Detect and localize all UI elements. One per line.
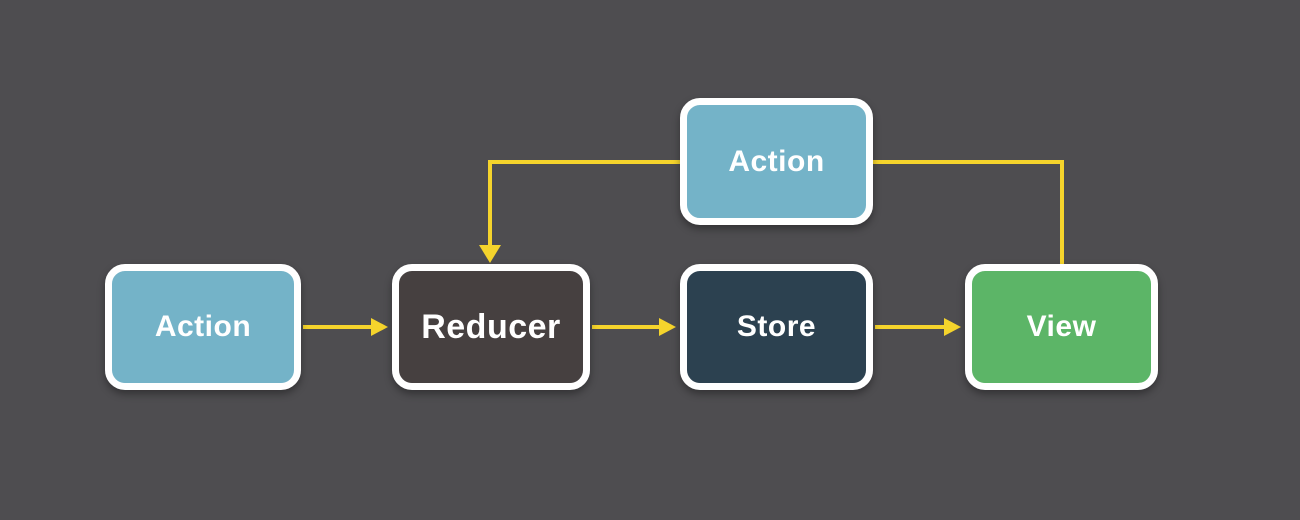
node-action-top-label: Action [728,144,825,178]
node-reducer-label: Reducer [421,307,561,346]
node-action-left-label: Action [154,310,252,343]
edge-store-to-view-arrowhead [944,318,961,336]
edge-reducer-to-store-arrowhead [659,318,676,336]
node-store-label: Store [736,310,817,343]
edge-action-to-reducer-arrowhead [371,318,388,336]
edge-view-to-reducer-arrowhead [479,245,501,263]
node-view-label: View [1026,310,1097,343]
node-store: Store [680,264,873,390]
node-action-left: Action [105,264,301,390]
node-view: View [965,264,1158,390]
node-action-top: Action [680,98,873,225]
node-reducer: Reducer [392,264,590,390]
